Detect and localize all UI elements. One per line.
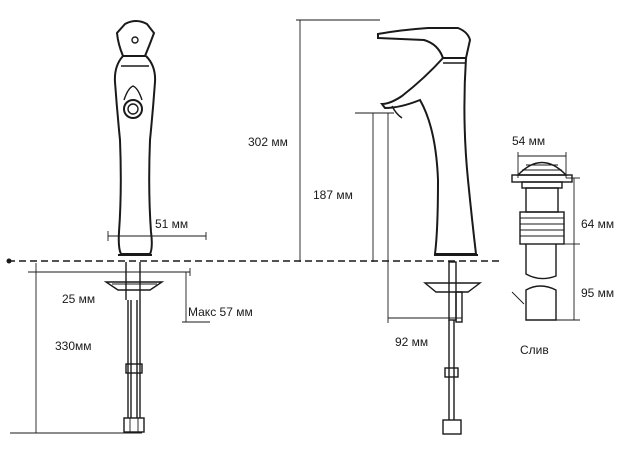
drain-dimensions: 54 мм 64 мм 95 мм Слив [512,134,614,357]
drain-tube-mark [511,291,525,305]
drain-body-upper [525,187,559,213]
hose-clip [125,363,143,374]
side-hose-clip [444,367,459,378]
dim-57-label: Макс 57 мм [188,305,253,319]
mount-plate [103,281,165,291]
dim-92-label: 92 мм [395,335,428,349]
side-mount-plate [423,282,483,293]
side-hose-nut [442,419,462,435]
dim-51-label: 51 мм [155,217,188,231]
aerator-bridge [123,85,143,101]
dim-187-label: 187 мм [313,188,353,202]
aerator-inner [127,103,139,115]
drain-tube-lower [525,285,557,321]
drain-flange [511,174,573,183]
drain-thread [519,211,565,245]
drain-assembly [511,161,573,321]
left-dimensions: 51 мм 25 мм Макс 57 мм 330мм [10,217,253,434]
dim-25-label: 25 мм [62,292,95,306]
side-view-faucet [377,27,483,435]
side-stud [448,261,457,321]
center-dimensions: 302 мм 187 мм 92 мм [248,19,462,349]
spout-tip [391,105,403,119]
front-view-faucet [103,20,165,433]
dim-54-label: 54 мм [512,134,545,148]
countertop-line-end [6,258,12,264]
lever-hole [131,36,139,44]
drain-cap [516,161,568,176]
dim-64-label: 64 мм [581,217,614,231]
side-lever [377,27,472,59]
lever-handle [115,20,156,57]
hose-nut-left [123,417,145,433]
drain-tube-upper [525,244,557,280]
dim-302-label: 302 мм [248,135,288,149]
side-body [380,57,478,255]
dim-95-label: 95 мм [581,286,614,300]
side-nut [455,291,463,323]
drain-seal [521,181,563,189]
drain-label: Слив [520,343,549,357]
dim-330-label: 330мм [55,339,92,353]
faucet-body [113,55,157,255]
